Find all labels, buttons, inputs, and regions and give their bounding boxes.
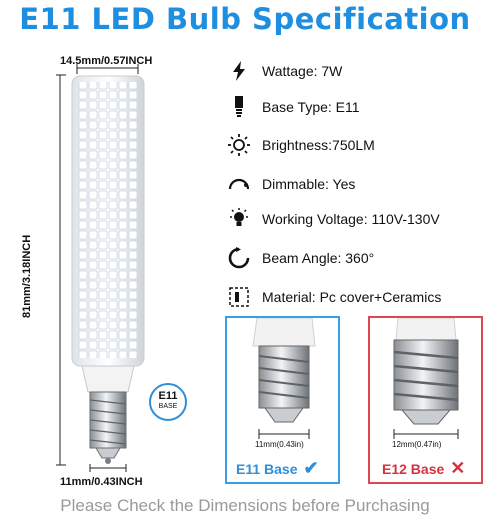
bottom-width-label: 11mm/0.43INCH [60, 476, 143, 488]
spec-beam-angle: Beam Angle: 360° [228, 246, 374, 270]
spec-label: Working Voltage: 110V-130V [262, 211, 440, 227]
spec-label: Base Type: E11 [262, 99, 360, 115]
top-width-label: 14.5mm/0.57INCH [60, 55, 153, 67]
sun-icon [228, 134, 250, 156]
footer-note: Please Check the Dimensions before Purch… [60, 496, 430, 515]
spec-label: Dimmable: Yes [262, 176, 356, 192]
rotate-icon [228, 247, 250, 269]
spec-dimmable: Dimmable: Yes [228, 172, 355, 196]
e11-caption-text: E11 Base [236, 460, 298, 477]
spec-material: Material: Pc cover+Ceramics [228, 285, 441, 309]
spec-voltage: Working Voltage: 110V-130V [228, 207, 440, 231]
e12-measure: 12mm(0.47in) [392, 440, 442, 449]
badge-line1: E11 [158, 390, 178, 402]
bulb-icon [228, 208, 250, 230]
e11-base-closeup [252, 318, 316, 439]
lightning-icon [228, 60, 250, 82]
cross-icon: ✕ [450, 458, 466, 478]
spec-base-type: Base Type: E11 [228, 95, 360, 119]
e12-base-panel: 12mm(0.47in) [368, 316, 483, 484]
badge-line2: BASE [158, 403, 178, 410]
e12-base-closeup [393, 318, 459, 439]
spec-label: Material: Pc cover+Ceramics [262, 289, 442, 305]
base-icon [228, 96, 250, 118]
e11-measure: 11mm(0.43in) [255, 440, 304, 449]
material-box-icon [228, 286, 250, 308]
spec-wattage: Wattage: 7W [228, 59, 342, 83]
dimmer-arc-icon [228, 173, 250, 195]
e11-base-panel: 11mm(0.43in) [225, 316, 340, 484]
led-chips [78, 82, 138, 358]
spec-label: Beam Angle: 360° [262, 250, 375, 266]
e11-base-badge: E11 BASE [149, 383, 187, 421]
page-title: E11 LED Bulb Specification [19, 2, 471, 36]
e12-caption: E12 Base ✕ [382, 458, 465, 479]
check-icon: ✔ [303, 458, 319, 478]
spec-brightness: Brightness:750LM [228, 133, 375, 157]
bulb-illustration [56, 64, 145, 472]
e11-caption: E11 Base ✔ [236, 458, 319, 479]
screw-base [89, 391, 127, 449]
spec-label: Brightness:750LM [262, 137, 375, 153]
e12-caption-text: E12 Base [382, 460, 445, 477]
spec-label: Wattage: 7W [262, 63, 343, 79]
height-label: 81mm/3.18INCH [21, 234, 33, 318]
